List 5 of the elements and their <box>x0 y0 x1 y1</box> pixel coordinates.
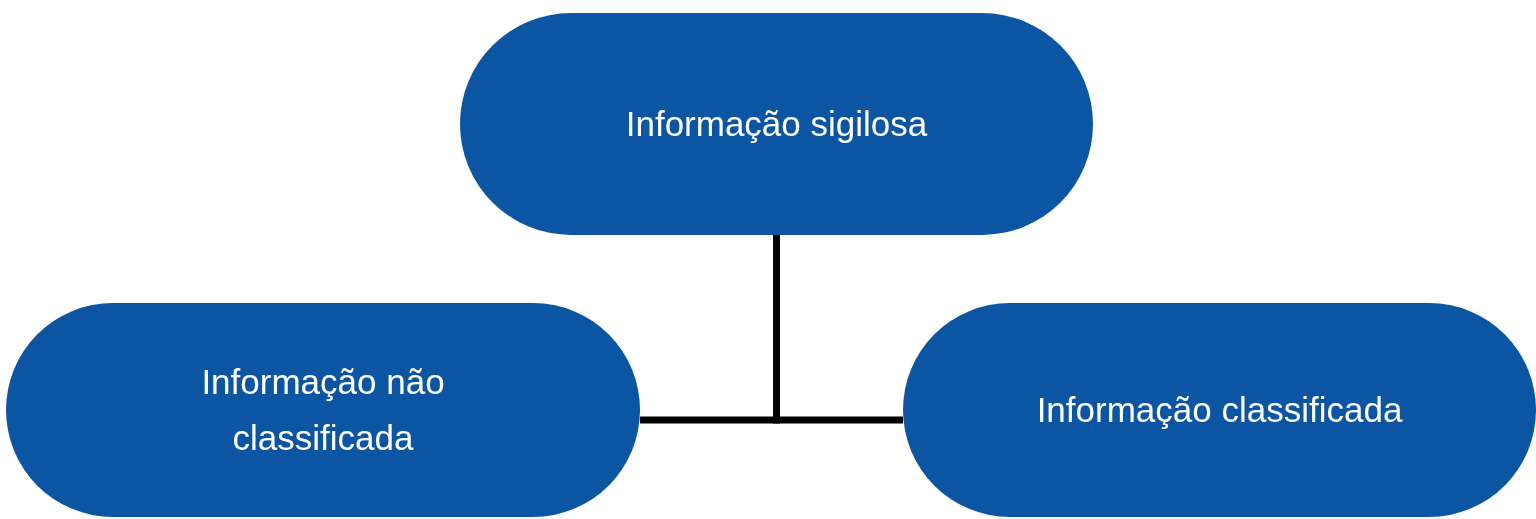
node-label: Informação classificada <box>1036 389 1403 431</box>
rounded-node <box>903 303 1536 517</box>
node-label: Informação sigilosa <box>625 103 928 145</box>
connector-line <box>773 235 903 424</box>
node-label: Informação não classificada <box>200 361 446 459</box>
